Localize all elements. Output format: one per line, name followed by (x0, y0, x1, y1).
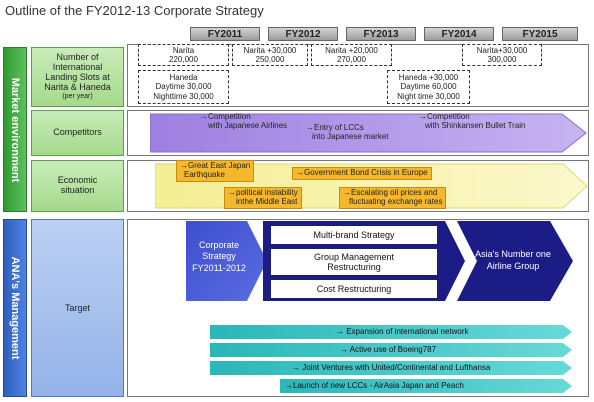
slots-label-line1: Number of (56, 52, 99, 63)
slots-haneda-fy2014-night: Night time 30,000 (397, 91, 460, 101)
slots-haneda-fy2011-night: Nighttime 30,000 (153, 91, 214, 101)
slots-narita-fy2015-title: Narita+30,000 (476, 45, 528, 55)
initiative-joint-ventures: → Joint Ventures with United/Continental… (292, 363, 491, 372)
row-label-target: Target (31, 219, 124, 397)
year-header-fy2011: FY2011 (190, 27, 260, 41)
slots-haneda-fy2011-day: Daytime 30,000 (155, 82, 212, 92)
economic-label-line2: situation (60, 185, 95, 195)
row-label-landing-slots: Number of International Landing Slots at… (31, 47, 124, 107)
slots-haneda-fy2011: Haneda Daytime 30,000 Nighttime 30,000 (138, 70, 229, 104)
slots-narita-fy2012-value: 250,000 (255, 55, 285, 64)
event-1-line1: →Great East Japan (180, 161, 251, 170)
slots-narita-fy2013-value: 270,000 (337, 55, 366, 64)
goal-chevron-shape (457, 221, 573, 301)
plan-label-line2: Strategy (202, 251, 236, 262)
slots-narita-fy2012: Narita +30,000 250,000 (232, 44, 308, 66)
slots-label-line2: International (52, 62, 103, 73)
competitor-japanese-airlines: →Competition with Japanese Airlines (200, 112, 288, 131)
competitors-arrow (150, 113, 587, 153)
slots-narita-fy2015: Narita+30,000 300,000 (462, 44, 542, 66)
plan-label: Corporate Strategy FY2011-2012 (188, 240, 250, 274)
event-1-line2: Earthquake (184, 169, 225, 179)
plan-label-line3: FY2011-2012 (192, 262, 246, 273)
plan-label-line1: Corporate (198, 240, 240, 250)
initiative-arrows (210, 325, 572, 393)
slots-haneda-fy2014: Haneda +30,000 Daytime 60,000 Night time… (387, 70, 470, 104)
ana-management-bar: ANA's Management (3, 219, 27, 397)
slots-narita-fy2011: Narita 220,000 (138, 44, 229, 66)
event-great-east-japan-earthquake: →Great East Japan Earthquake (176, 160, 255, 182)
competitor-shinkansen: →Competition with Shinkansen Bullet Trai… (419, 112, 526, 131)
initiative-arrow-3 (210, 361, 572, 375)
slots-haneda-fy2011-title: Haneda (169, 73, 198, 83)
slots-narita-fy2015-value: 300,000 (487, 55, 517, 64)
competitor-1-line1: →Competition (200, 112, 251, 121)
strategy-cost-restructuring: Cost Restructuring (270, 279, 438, 299)
market-environment-bar: Market environment (3, 47, 27, 212)
page-title: Outline of the FY2012-13 Corporate Strat… (5, 3, 264, 18)
economic-label-line1: Economic (57, 175, 98, 186)
strategy-group-restructuring: Group Management Restructuring (270, 248, 438, 276)
slots-label-line5: (per year) (62, 92, 93, 100)
slots-narita-fy2011-value: 220,000 (169, 55, 198, 64)
goal-line2: Airline Group (486, 260, 540, 271)
initiative-international-network: → Expansion of international network (336, 327, 469, 336)
year-header-fy2015: FY2015 (502, 27, 578, 41)
initiative-arrow-4 (280, 379, 572, 393)
plan-chevron-shape (186, 221, 267, 301)
goal-label: Asia's Number one Airline Group (458, 249, 568, 272)
competitor-3-line2: with Shinkansen Bullet Train (425, 120, 526, 130)
competitor-2-line1: →Entry of LCCs (306, 123, 364, 132)
event-3-line2: inthe Middle East (236, 196, 298, 206)
market-environment-label: Market environment (9, 77, 21, 182)
year-header-fy2013: FY2013 (346, 27, 416, 41)
competitor-1-line2: with Japanese Airlines (208, 120, 288, 130)
slots-narita-fy2011-title: Narita (172, 45, 195, 55)
row-label-competitors: Competitors (31, 110, 124, 156)
slots-haneda-fy2014-title: Haneda +30,000 (398, 73, 459, 83)
event-europe-bond-crisis: →Government Bond Crisis in Europe (292, 167, 432, 180)
group-line1: Group Management (313, 251, 395, 262)
slots-narita-fy2013: Narita +20,000 270,000 (311, 44, 392, 66)
slots-narita-fy2012-title: Narita +30,000 (243, 45, 297, 55)
event-middle-east-instability: →political instability inthe Middle East (224, 187, 302, 209)
row-label-economic: Economic situation (31, 160, 124, 212)
competitor-2-line2: into Japanese market (312, 131, 389, 141)
slots-label-line4: Narita & Haneda (44, 82, 111, 93)
initiative-boeing787: → Active use of Boeing787 (340, 345, 437, 354)
initiative-arrow-1 (210, 325, 572, 339)
strategy-multibrand: Multi-brand Strategy (270, 225, 438, 245)
event-4-line1: →Escalating oil prices and (343, 188, 438, 197)
competitor-lcc-entry: →Entry of LCCs into Japanese market (306, 123, 389, 142)
slots-label-line3: Landing Slots at (45, 72, 110, 83)
slots-narita-fy2013-title: Narita +20,000 (325, 45, 378, 55)
slots-haneda-fy2014-day: Daytime 60,000 (400, 82, 457, 92)
event-oil-prices-exchange: →Escalating oil prices and fluctuating e… (339, 187, 447, 209)
year-header-fy2012: FY2012 (268, 27, 338, 41)
ana-management-label: ANA's Management (9, 256, 21, 360)
group-line2: Restructuring (327, 262, 381, 272)
competitor-3-line1: →Competition (419, 112, 470, 121)
goal-line1: Asia's Number one (475, 249, 551, 259)
initiative-arrow-2 (210, 343, 572, 357)
year-header-fy2014: FY2014 (424, 27, 494, 41)
event-3-line1: →political instability (228, 188, 298, 197)
event-4-line2: fluctuating exchange rates (349, 196, 443, 206)
initiative-new-lccs: →Launch of new LCCs - AirAsia Japan and … (285, 381, 464, 390)
